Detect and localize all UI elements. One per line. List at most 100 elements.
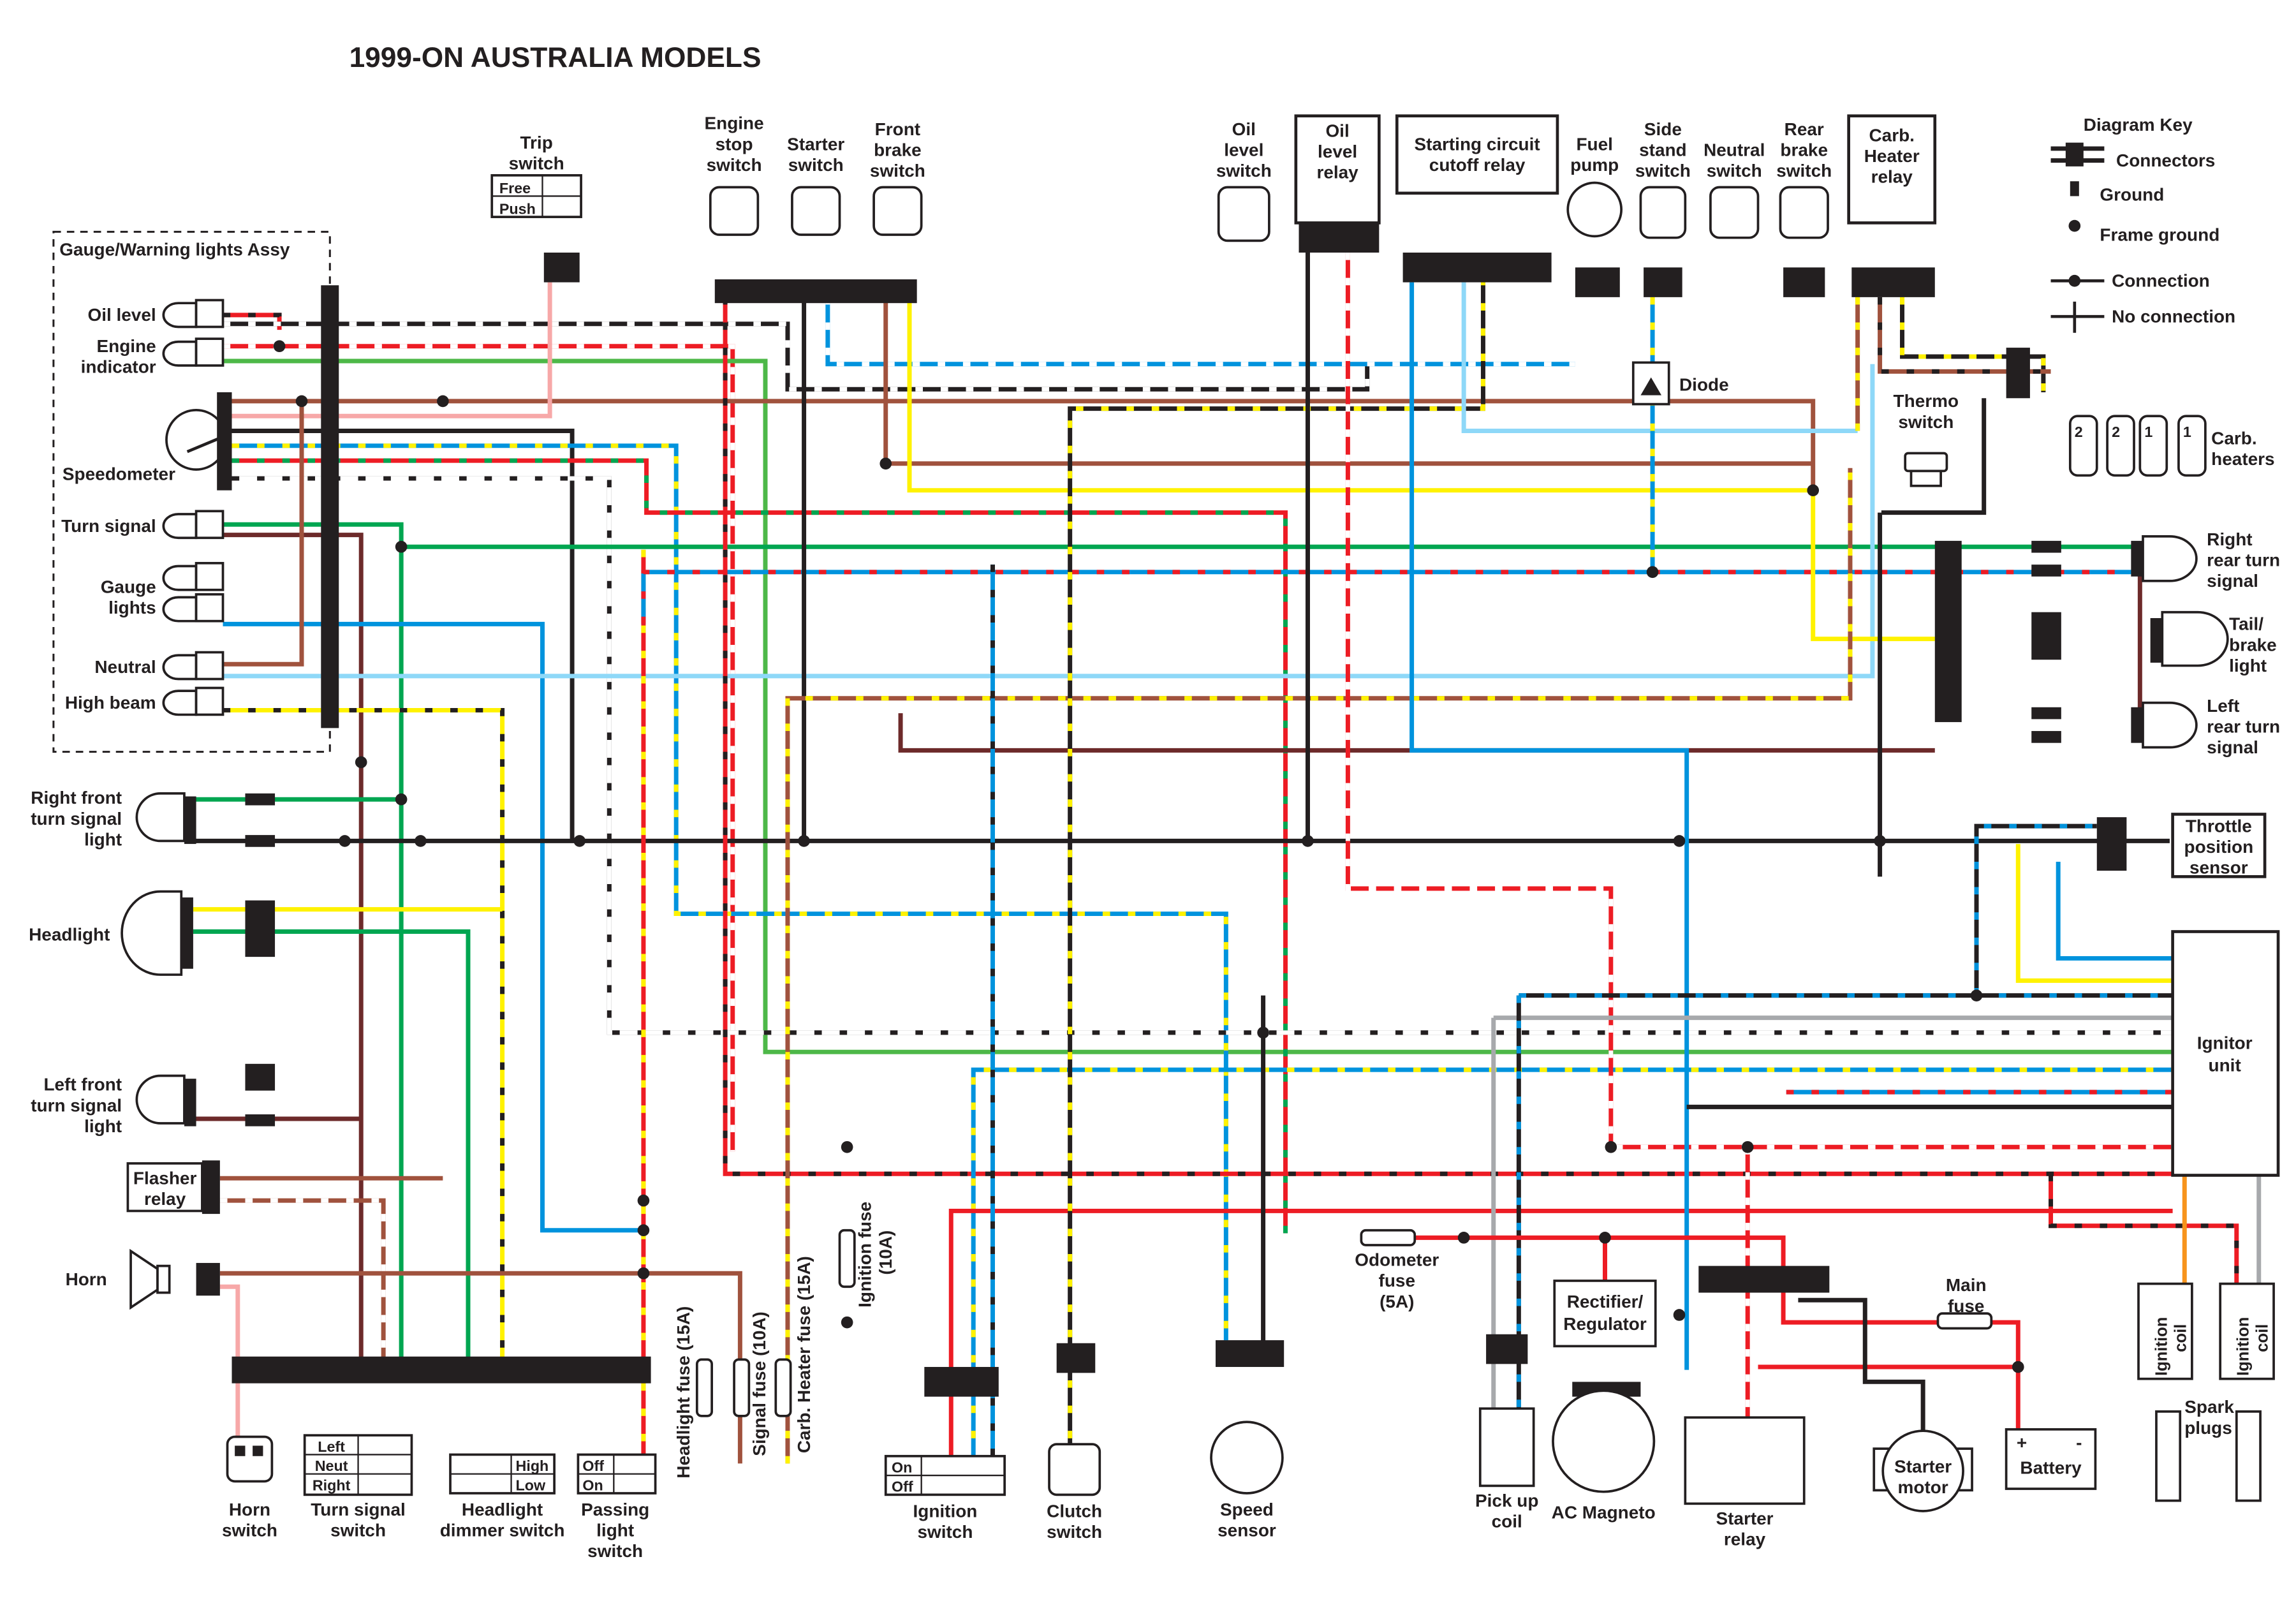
junction-dot <box>1673 1309 1686 1321</box>
starter-switch: Starter switch <box>787 134 844 236</box>
odometer-fuse-icon <box>1360 1229 1417 1246</box>
spark-plug-icon <box>2235 1410 2262 1502</box>
junction-dot <box>1257 1026 1269 1039</box>
lamp-socket <box>195 510 224 540</box>
thermo-switch-label: switch <box>1898 412 1954 432</box>
ignition-coil-label: Ignition <box>2152 1317 2170 1376</box>
speedometer-label: Speedometer <box>63 464 175 484</box>
turn-signal-label: Turn signal <box>61 516 156 536</box>
left-rear-label: rear turn <box>2207 716 2280 736</box>
connector-icon <box>2065 142 2084 166</box>
starter-motor-icon <box>1881 1429 1964 1512</box>
right-rear-label: signal <box>2207 571 2258 591</box>
connector <box>202 1160 220 1214</box>
junction-dot <box>339 835 351 847</box>
connector <box>1402 252 1552 283</box>
connector <box>245 1114 276 1126</box>
right-front-turn-signal: Right front turn signal light <box>31 788 276 849</box>
wire <box>1974 823 2097 996</box>
spark-plugs-label: plugs <box>2184 1418 2232 1438</box>
cutoff-relay-label: Starting circuit <box>1415 134 1540 154</box>
horn-icon <box>129 1248 159 1310</box>
connector <box>245 900 276 957</box>
junction-dot <box>2012 1361 2024 1373</box>
switch-body <box>1779 186 1829 239</box>
starter-relay-label: Starter <box>1716 1509 1773 1528</box>
wire <box>723 297 2173 1176</box>
fuel-pump: Fuel pump <box>1566 134 1623 297</box>
side-stand-label: Side <box>1644 119 1682 139</box>
terminal <box>235 1445 246 1456</box>
ignition-coils: Ignition coil Ignition coil Spark plugs <box>2137 1282 2275 1502</box>
odometer-fuse-label: (5A) <box>1380 1292 1414 1311</box>
clutch-switch-label: switch <box>1047 1522 1102 1542</box>
passing-on-label: On <box>582 1477 603 1493</box>
right-rear-label: Right <box>2207 529 2252 549</box>
wire-stripe <box>232 443 1228 1341</box>
engine-stop-label: switch <box>707 155 762 175</box>
thermo-switch-label: Thermo <box>1894 391 1959 411</box>
rectifier-regulator: Rectifier/ Regulator <box>1553 1280 1657 1348</box>
wire <box>907 297 1935 642</box>
bulb-icon <box>162 302 198 328</box>
right-front-label: turn signal <box>31 809 122 829</box>
junction-dot <box>637 1267 650 1280</box>
carb-heaters-label: Carb. <box>2211 428 2256 448</box>
handlebar-connector <box>232 1356 651 1384</box>
front-brake-switch: Front brake switch <box>870 119 925 236</box>
side-stand-label: stand <box>1639 140 1687 160</box>
wire <box>232 399 1816 491</box>
wire <box>2049 1174 2239 1284</box>
wire <box>1409 282 1689 1370</box>
wire <box>1881 398 1987 515</box>
wire <box>1798 1297 1925 1431</box>
heater-number: 2 <box>2075 424 2083 440</box>
junction-dot <box>573 835 586 847</box>
diode-symbol <box>1640 377 1662 395</box>
throttle-position-sensor: Throttle position sensor <box>2096 813 2267 878</box>
battery-minus: - <box>2076 1433 2082 1452</box>
left-front-label: light <box>84 1116 122 1136</box>
junction-dot <box>1646 566 1659 579</box>
connector <box>1056 1343 1096 1373</box>
spark-plugs-label: Spark <box>2184 1397 2234 1417</box>
junction-dot <box>437 395 449 408</box>
horn-body <box>156 1264 171 1294</box>
ignition-fuse-label: Ignition fuse <box>855 1202 874 1308</box>
wire <box>232 443 1228 1341</box>
oil-level-relay-label: relay <box>1316 163 1358 182</box>
dimmer-high-label: High <box>516 1458 549 1474</box>
diagram-key: Diagram Key Connectors Ground Frame grou… <box>2050 115 2235 333</box>
dimmer-label: dimmer switch <box>440 1521 565 1540</box>
wire <box>232 458 1288 1234</box>
right-front-label: light <box>84 829 122 849</box>
rear-brake-label: Rear <box>1785 119 1824 139</box>
flasher-relay-label: Flasher <box>133 1169 197 1188</box>
wire-stripe <box>2049 1174 2239 1284</box>
wire-core <box>232 476 2173 1035</box>
horn-switch-label: switch <box>222 1521 277 1540</box>
neutral-switch-label: Neutral <box>1704 140 1765 160</box>
engine-indicator-label: Engine <box>97 336 156 356</box>
bulb-icon <box>162 340 198 367</box>
engine-stop-label: stop <box>716 134 753 154</box>
passing-light-switch: Off On Passing light switch <box>577 1453 657 1561</box>
bulb-icon <box>162 596 198 623</box>
tail-brake-light: Tail/ brake light <box>2031 610 2277 675</box>
magneto-label: AC Magneto <box>1552 1503 1656 1523</box>
dimmer-label: Headlight <box>462 1500 543 1519</box>
legend-no-connection: No connection <box>2112 306 2235 326</box>
ignition-coil-2 <box>2219 1282 2275 1380</box>
cutoff-relay-label: cutoff relay <box>1429 155 1526 175</box>
carb-relay-label: Carb. <box>1869 125 1914 145</box>
connector <box>2031 565 2061 577</box>
junction-dot <box>798 835 810 847</box>
bulb-icon <box>135 1074 186 1125</box>
bulb-icon <box>2142 701 2198 749</box>
switch-body <box>872 186 923 236</box>
oil-level-lamp: Oil level <box>87 299 224 328</box>
engine-stop-label: Engine <box>704 114 763 133</box>
heater-number: 1 <box>2183 424 2191 440</box>
connector <box>245 1063 276 1091</box>
wire <box>2056 862 2173 961</box>
